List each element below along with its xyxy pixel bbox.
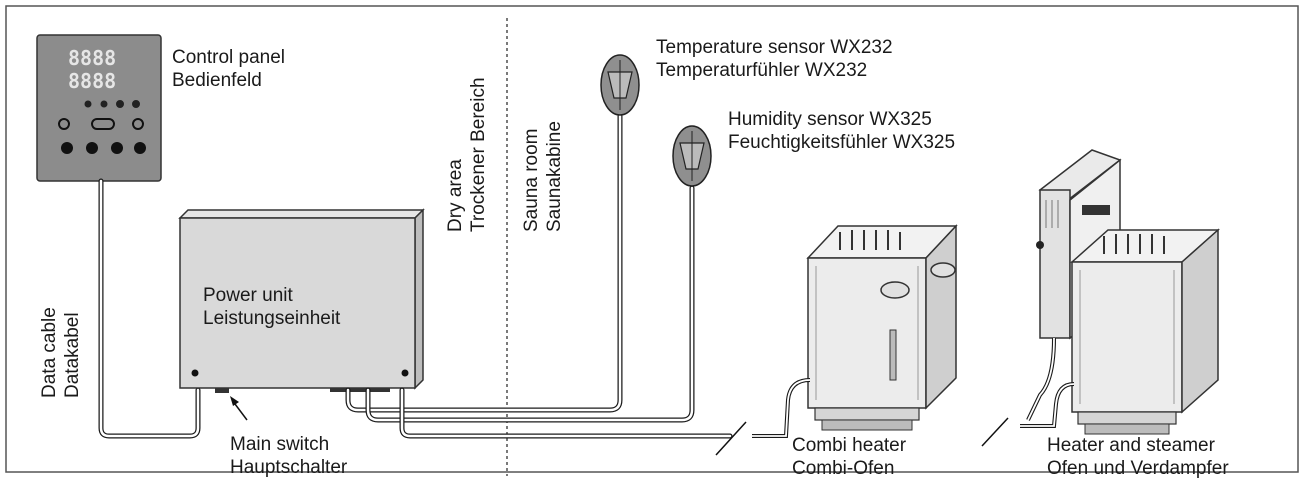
dry-area-label-en: Dry area: [445, 159, 466, 232]
dry-area-label-de: Trockener Bereich: [468, 77, 489, 232]
humidity-sensor-label-en: Humidity sensor WX325: [728, 109, 932, 130]
combi-heater-label-en: Combi heater: [792, 435, 907, 456]
cable-break-1: [715, 421, 747, 456]
heater: [1070, 228, 1220, 435]
main-switch-label-en: Main switch: [230, 434, 330, 455]
main-switch-label-de: Hauptschalter: [230, 457, 348, 478]
combi-heater-cable: [752, 378, 811, 438]
sauna-room-label-de: Saunakabine: [544, 121, 565, 232]
humidity-sensor-label-de: Feuchtigkeitsfühler WX325: [728, 132, 956, 153]
control-panel-label-en: Control panel: [172, 47, 286, 68]
heater-steamer-label: Heater and steamer Ofen und Verdampfer: [1047, 434, 1229, 480]
control-panel-icons: [84, 100, 140, 108]
diagram-frame: [5, 5, 1299, 473]
data-cable-label-en: Data cable: [39, 307, 60, 398]
heater-steamer-label-de: Ofen und Verdampfer: [1047, 458, 1229, 479]
display-row-1: 8888: [68, 46, 116, 70]
combi-heater-label: Combi heater Combi-Ofen: [792, 434, 906, 480]
temperature-sensor: [600, 54, 640, 116]
power-unit-label-en: Power unit: [203, 285, 293, 306]
data-cable-label-de: Datakabel: [62, 312, 83, 398]
sauna-room-label-en: Sauna room: [521, 128, 542, 232]
power-unit-label: Power unit Leistungseinheit: [203, 284, 340, 330]
main-switch-label: Main switch Hauptschalter: [230, 433, 347, 479]
combi-heater-label-de: Combi-Ofen: [792, 458, 895, 479]
cable-break-2: [981, 417, 1009, 447]
control-panel-label-de: Bedienfeld: [172, 70, 262, 91]
combi-heater: [806, 224, 958, 431]
sensor-cables: [345, 113, 733, 439]
control-panel-label: Control panel Bedienfeld: [172, 46, 285, 92]
temperature-sensor-label-de: Temperaturfühler WX232: [656, 60, 868, 81]
power-unit-label-de: Leistungseinheit: [203, 308, 341, 329]
temperature-sensor-label-en: Temperature sensor WX232: [656, 37, 893, 58]
temperature-sensor-label: Temperature sensor WX232 Temperaturfühle…: [656, 36, 893, 82]
display-row-2: 8888: [68, 69, 116, 93]
humidity-sensor-label: Humidity sensor WX325 Feuchtigkeitsfühle…: [728, 108, 955, 154]
sauna-room-label: Sauna room Saunakabine: [520, 121, 566, 232]
control-panel-keys: [58, 118, 144, 130]
dry-area-label: Dry area Trockener Bereich: [444, 77, 490, 232]
heater-steamer-label-en: Heater and steamer: [1047, 435, 1215, 456]
control-panel: 8888 8888: [36, 34, 162, 182]
control-panel-buttons: [61, 142, 146, 154]
data-cable-label: Data cable Datakabel: [38, 307, 84, 398]
humidity-sensor: [672, 125, 712, 187]
power-unit: [178, 208, 425, 393]
